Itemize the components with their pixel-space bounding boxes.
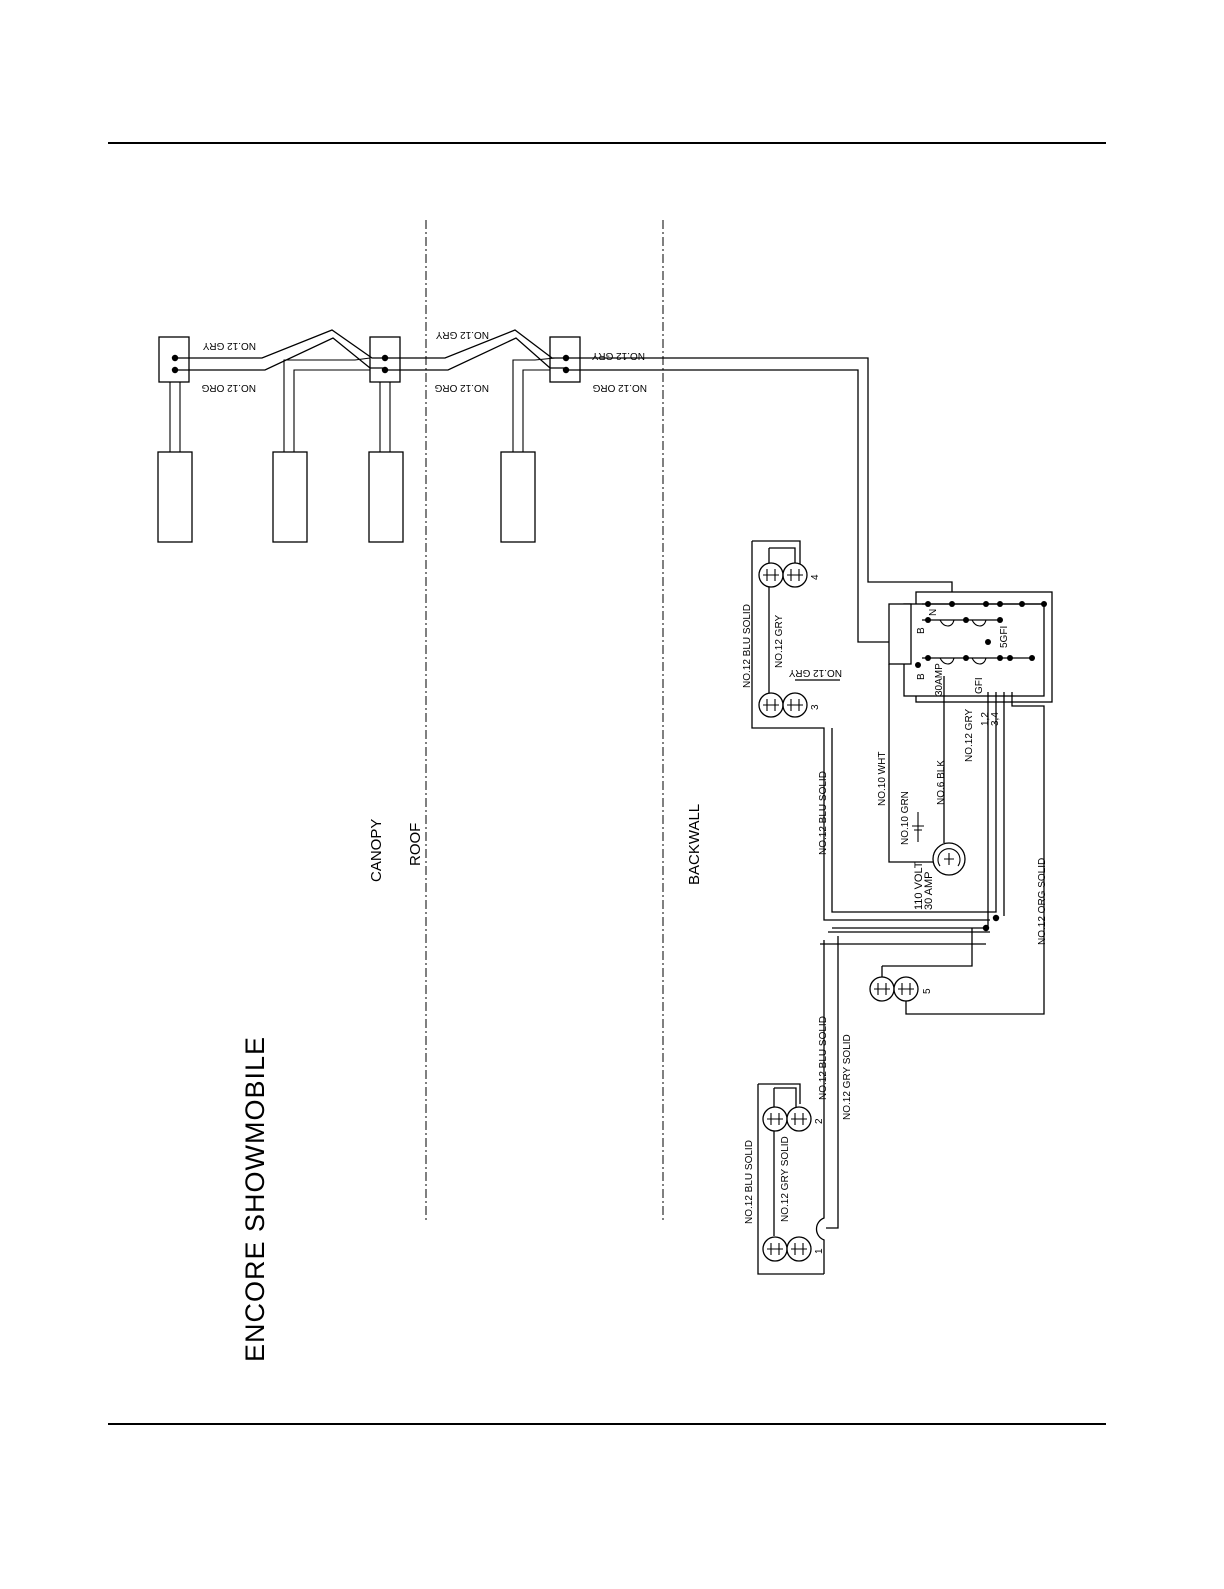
label-circuit-12: 1,2 bbox=[980, 712, 991, 726]
label-gry-recept3: NO.12 GRY bbox=[789, 667, 842, 678]
label-wht-10: NO.10 WHT bbox=[877, 752, 888, 806]
fixture-3-leads bbox=[379, 382, 391, 452]
breaker-b-upper bbox=[888, 603, 912, 665]
panel-label-n: N bbox=[928, 609, 939, 616]
label-org-box3: NO.12 ORG bbox=[592, 382, 647, 393]
receptacle-2 bbox=[762, 1106, 812, 1132]
inlet-label-amperage: 30 AMP bbox=[923, 871, 935, 910]
grn-ground-symbol bbox=[912, 812, 924, 842]
recept-box-3-4 bbox=[751, 540, 990, 921]
recept-5-feed bbox=[881, 928, 973, 978]
label-blk-6: NO.6 BLK bbox=[936, 760, 947, 805]
light-fixture-3 bbox=[368, 451, 404, 543]
power-inlet-symbol bbox=[937, 848, 961, 867]
receptacle-3-number: 3 bbox=[810, 704, 821, 710]
gry-run-box2-box3 bbox=[385, 329, 566, 359]
zone-label-canopy: CANOPY bbox=[368, 819, 385, 882]
label-org-solid: NO.12 ORG SOLID bbox=[1037, 858, 1048, 945]
inlet-label-voltage: 110 VOLT bbox=[913, 861, 925, 910]
label-gry-solid-1-2: NO.12 GRY SOLID bbox=[842, 1034, 853, 1120]
fixture-2-leads bbox=[283, 357, 371, 452]
light-fixture-1 bbox=[157, 451, 193, 543]
receptacle-4 bbox=[758, 562, 808, 588]
fixture-4-leads bbox=[512, 357, 556, 452]
panel-label-30amp: 30AMP bbox=[934, 663, 945, 696]
blu-gry-cable-down bbox=[815, 936, 839, 1274]
junction-box-3 bbox=[549, 336, 581, 383]
bus-junction-dots bbox=[982, 914, 1000, 932]
zone-label-backwall: BACKWALL bbox=[686, 804, 703, 885]
panel-label-5gfi: 5GFI bbox=[999, 626, 1010, 648]
label-blu-solid-3-4-feed: NO.12 BLU SOLID bbox=[818, 771, 829, 855]
receptacle-5-number: 5 bbox=[922, 988, 933, 994]
label-blu-solid-1-2: NO.12 BLU SOLID bbox=[818, 1016, 829, 1100]
label-org-box1: NO.12 ORG bbox=[201, 382, 256, 393]
org-run-box1-box2 bbox=[175, 337, 385, 371]
receptacle-5 bbox=[869, 976, 919, 1002]
panel-terminal-dots bbox=[915, 601, 1047, 668]
label-org-box2: NO.12 ORG bbox=[434, 382, 489, 393]
label-gry-solid-recept1: NO.12 GRY SOLID bbox=[780, 1136, 791, 1222]
gry-run-box1-box2 bbox=[175, 329, 385, 359]
label-blu-solid-3-4: NO.12 BLU SOLID bbox=[742, 604, 753, 688]
panel-label-b-lower: B bbox=[916, 673, 927, 680]
label-gry-3-4: NO.12 GRY bbox=[774, 615, 785, 668]
light-fixture-2 bbox=[272, 451, 308, 543]
label-grn-10: NO.10 GRN bbox=[900, 791, 911, 845]
receptacle-1-number: 1 bbox=[814, 1248, 825, 1254]
panel-internal-links bbox=[939, 619, 987, 665]
org-run-box2-box3 bbox=[385, 337, 566, 371]
receptacle-2-number: 2 bbox=[814, 1118, 825, 1124]
label-circuit-34: 3,4 bbox=[990, 712, 1001, 726]
top-junction-dots bbox=[171, 354, 570, 374]
label-gry-box2: NO.12 GRY bbox=[436, 329, 489, 340]
cable-return bbox=[820, 931, 990, 945]
label-blu-solid-recept1: NO.12 BLU SOLID bbox=[744, 1140, 755, 1224]
panel-label-b-upper: B bbox=[916, 627, 927, 634]
zone-label-roof: ROOF bbox=[407, 823, 424, 866]
gry-feed-to-panel bbox=[566, 357, 953, 604]
org-solid-wire bbox=[905, 692, 1045, 1015]
receptacle-3 bbox=[758, 692, 808, 718]
label-gry-box1: NO.12 GRY bbox=[203, 340, 256, 351]
receptacle-1 bbox=[762, 1236, 812, 1262]
wht-feed-wire bbox=[888, 664, 933, 863]
receptacle-4-number: 4 bbox=[810, 574, 821, 580]
gry-12-panel-feed bbox=[831, 692, 997, 913]
label-gry-panel: NO.12 GRY bbox=[964, 709, 975, 762]
page-title: ENCORE SHOWMOBILE bbox=[240, 1036, 270, 1362]
light-fixture-4 bbox=[500, 451, 536, 543]
fixture-1-leads bbox=[169, 382, 181, 452]
recept-box-1-2 bbox=[757, 1083, 824, 1275]
label-gry-box3: NO.12 GRY bbox=[592, 350, 645, 361]
panel-label-gfi: GFI bbox=[974, 677, 985, 694]
org-feed-to-panel bbox=[566, 369, 904, 643]
